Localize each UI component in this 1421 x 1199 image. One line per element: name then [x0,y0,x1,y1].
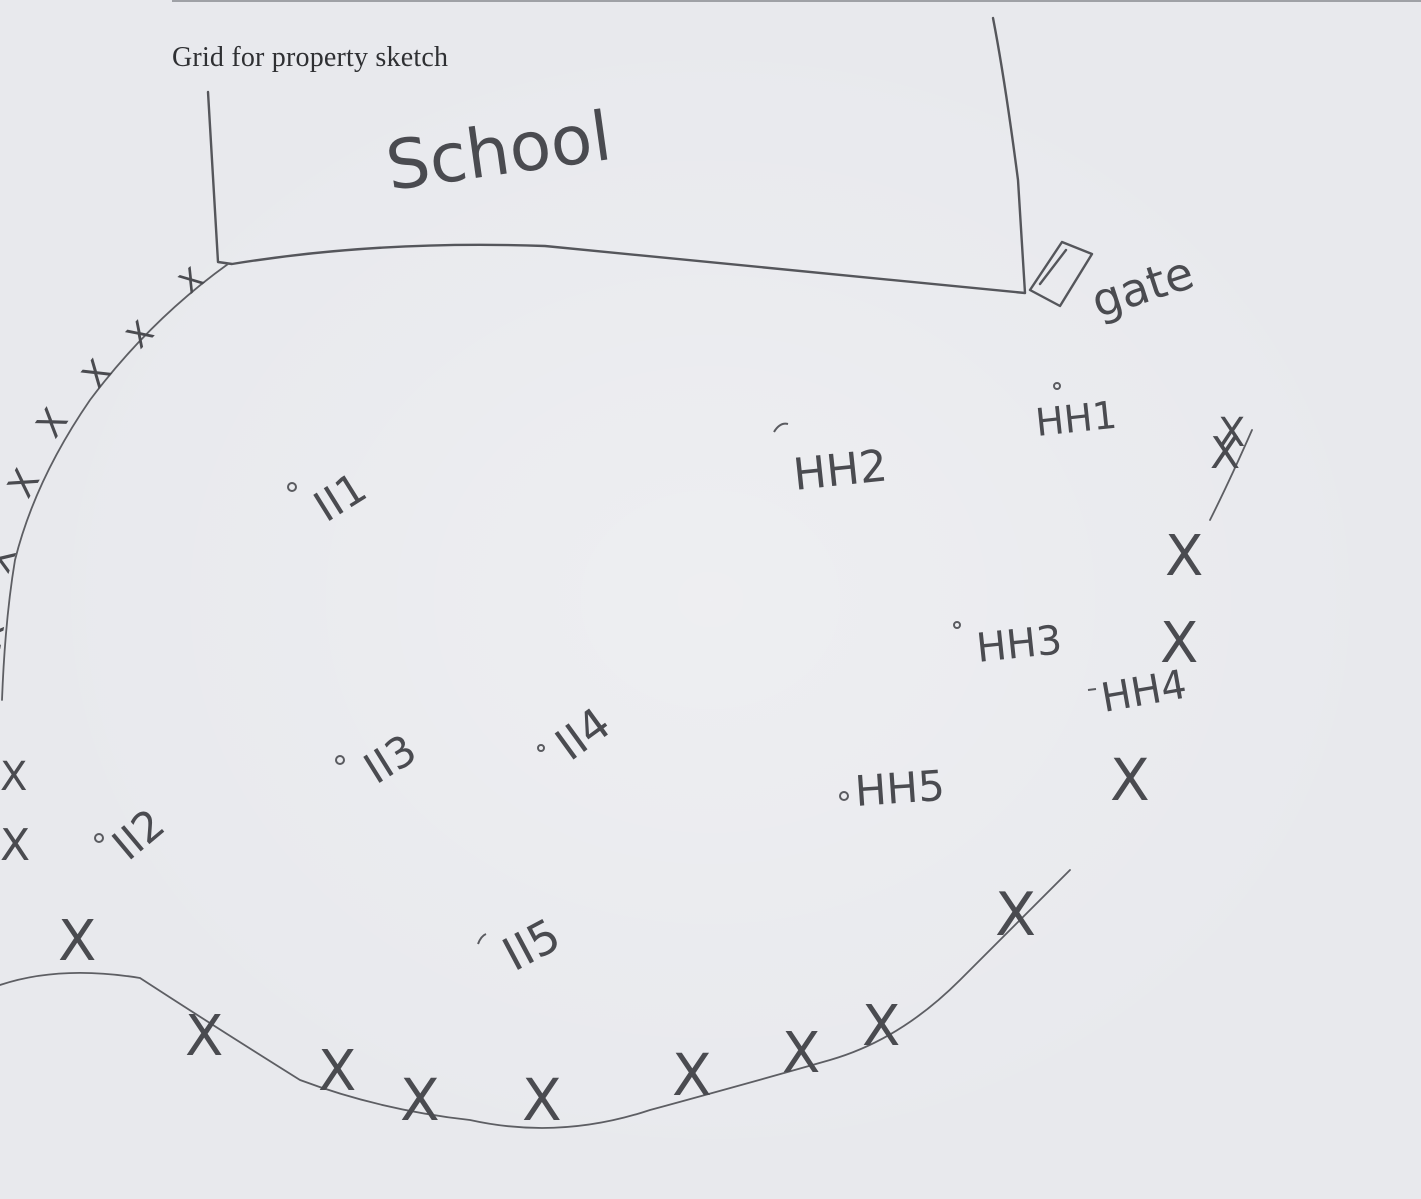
fence-mark: X [29,401,77,445]
household-label: HH2 [791,440,890,501]
interview-point [95,834,103,842]
household-point [954,622,960,628]
interview-point [478,934,486,944]
fence-mark: X [318,1039,356,1104]
household-point [840,792,848,800]
fence-boundary [0,264,1252,1128]
building-label: School [381,97,616,207]
household-point [1088,689,1096,690]
fence-mark: X [522,1066,562,1134]
interview-label: II2 [103,799,174,870]
interview-markers: II1 II2 II3 II4 II5 [95,463,620,982]
household-label: HH3 [974,617,1064,672]
fence-mark: X [862,994,900,1059]
fence-mark: X [782,1021,820,1086]
interview-point [336,756,344,764]
fence-mark: X [1218,410,1245,456]
fence-mark: X [400,1066,440,1134]
fence-mark: X [672,1041,712,1109]
interview-label: II4 [546,698,620,771]
fence-mark: X [185,1004,223,1069]
gate-icon [1030,242,1092,306]
fence-mark: X [1160,611,1198,676]
fence-mark: X [0,541,25,578]
fence-mark: X [173,261,211,301]
fence-mark: X [0,463,48,505]
household-point [774,424,788,432]
interview-point [538,745,544,751]
fence-mark: X [0,820,30,871]
household-point [1054,383,1060,389]
school-building-outline [208,18,1025,293]
gate-label: gate [1085,245,1200,328]
fence-mark: X [1165,524,1203,589]
household-label: HH1 [1033,393,1118,445]
fence-mark: X [1110,746,1150,814]
fence-marks: X X X X X X X X X X X X X X X X X X X X … [0,261,1245,1134]
interview-label: II5 [494,908,569,982]
fence-mark: X [995,880,1036,950]
fence-mark: X [0,754,27,800]
interview-label: II1 [305,463,375,532]
interview-point [288,483,296,491]
fence-mark: X [74,352,120,396]
interview-label: II3 [355,725,425,794]
fence-mark: X [119,313,161,355]
household-label: HH5 [853,761,946,816]
fence-mark: X [58,909,96,974]
